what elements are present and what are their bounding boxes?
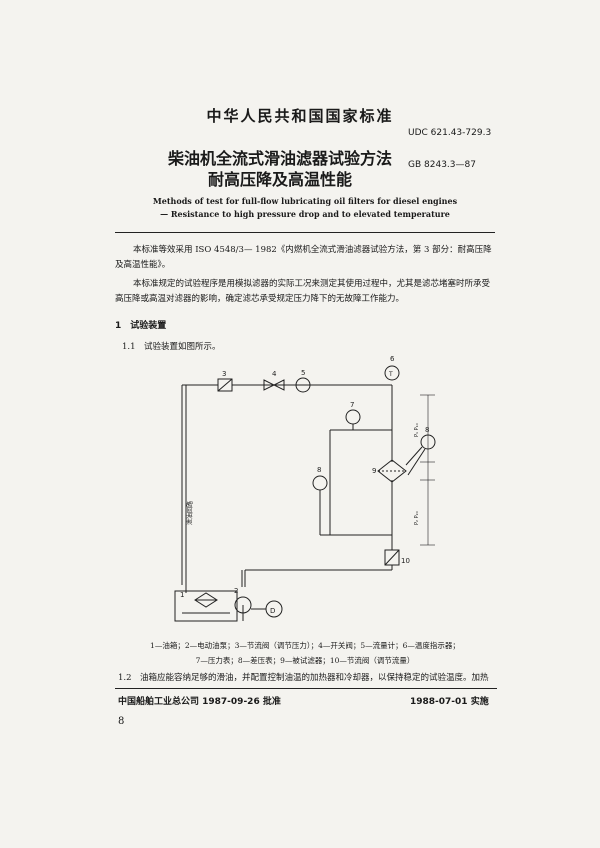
temp-letter: T [388,371,393,378]
title-english-line1: Methods of test for full-flow lubricatin… [152,196,458,206]
pressure-gauge-7-upper [345,409,361,425]
differential-gauge-8-left [312,475,328,491]
title-chinese-line1: 柴油机全流式滑油滤器试验方法 [167,149,392,168]
title-english-line2: — Resistance to high pressure drop and t… [160,209,450,219]
label-10: 10 [401,557,410,565]
label-3: 3 [222,370,226,378]
label-7-upper: 7 [350,401,354,409]
return-line-label: 泄油回路 [186,501,194,525]
gb-number: GB 8243.3—87 [408,160,476,170]
oil-tank [174,590,238,622]
label-5: 5 [301,369,305,377]
motor-symbol [265,600,283,618]
paragraph-equivalence: 本标准等效采用 ISO 4548/3— 1982《内燃机全流式滑油滤器试验方法，… [115,245,492,270]
throttle-valve-10 [384,549,400,566]
page-number: 8 [118,716,125,727]
label-2: 2 [234,587,238,595]
footer-divider [115,688,497,689]
test-filter-9 [377,459,407,483]
test-apparatus-diagram: 1 2 3 4 5 6 7 8 8 9 10 D T 泄油回路 P₁ P₁₀ P… [174,355,436,622]
effective-date: 1988-07-01 实施 [410,697,489,707]
label-8-left: 8 [317,466,321,474]
label-1: 1 [180,591,184,599]
label-4: 4 [272,370,277,378]
paragraph-scope: 本标准规定的试验程序是用模拟滤器的实际工况来测定其使用过程中，尤其是滤芯堵塞时所… [115,279,491,304]
motor-letter: D [270,607,275,615]
figure-caption-line2: 7—压力表；8—差压表；9—被试滤器；10—节流阀（调节流量） [195,656,415,665]
throttle-valve-3 [217,378,233,392]
dimension-label-2: P₂ P₂₀ [414,511,420,525]
label-9: 9 [372,467,376,475]
dimension-label-1: P₁ P₁₀ [414,423,420,437]
on-off-valve-4 [263,379,276,391]
subsection-1-2: 1.2 油箱应能容纳足够的滑油，并配置控制油温的加热器和冷却器，以保持稳定的试验… [118,673,489,683]
issuer-approval: 中国船舶工业总公司 1987-09-26 批准 [118,697,281,707]
header-divider [115,232,495,233]
udc-number: UDC 621.43-729.3 [408,128,492,138]
label-6: 6 [390,355,395,363]
label-8-right: 8 [425,426,429,434]
figure-caption-line1: 1—油箱；2—电动油泵；3—节流阀（调节压力）；4—开关阀；5—流量计；6—温度… [150,641,460,650]
national-standard-heading: 中华人民共和国国家标准 [206,107,394,125]
subsection-1-1: 1.1 试验装置如图所示。 [122,342,221,352]
flow-meter-5 [295,377,311,393]
temperature-indicator-6 [384,365,400,381]
section-1-heading: 1 试验装置 [115,321,167,331]
title-chinese-line2: 耐高压降及高温性能 [207,170,352,189]
